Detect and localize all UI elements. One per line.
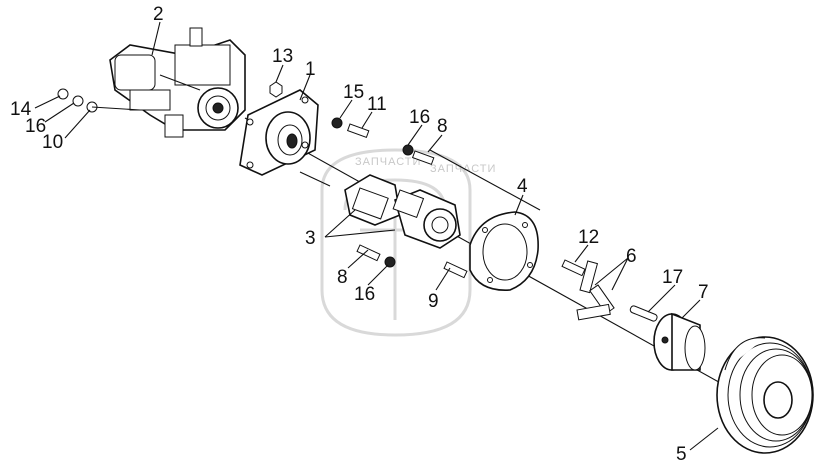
lock-plates bbox=[576, 260, 615, 321]
callout-17: 17 bbox=[662, 267, 683, 288]
callout-15: 15 bbox=[343, 82, 364, 103]
shaft-key bbox=[629, 305, 658, 322]
callout-2: 2 bbox=[153, 4, 164, 25]
callout-16a: 16 bbox=[25, 116, 46, 137]
callout-12: 12 bbox=[578, 227, 599, 248]
pulley bbox=[716, 336, 814, 454]
callout-8b: 8 bbox=[337, 267, 348, 288]
callout-9: 9 bbox=[428, 291, 439, 312]
hub bbox=[653, 312, 706, 371]
callout-5: 5 bbox=[676, 444, 687, 465]
callout-8a: 8 bbox=[437, 116, 448, 137]
callout-16b: 16 bbox=[409, 107, 430, 128]
callout-4: 4 bbox=[517, 176, 528, 197]
callout-13: 13 bbox=[272, 46, 293, 67]
callout-11: 11 bbox=[367, 94, 387, 115]
callouts: 2 1 13 14 16 10 15 11 16 8 3 8 16 9 4 12… bbox=[10, 4, 709, 465]
studs-and-bolts bbox=[331, 117, 586, 279]
callout-6: 6 bbox=[626, 246, 637, 267]
cardan-shaft bbox=[344, 174, 461, 249]
callout-14: 14 bbox=[10, 99, 32, 120]
callout-1: 1 bbox=[305, 59, 316, 80]
callout-3: 3 bbox=[305, 228, 316, 249]
hydraulic-pump bbox=[109, 27, 246, 138]
leader-lines bbox=[34, 21, 719, 451]
callout-10: 10 bbox=[42, 132, 63, 153]
watermark-text-left: ЗАПЧАСТИ bbox=[355, 156, 421, 168]
watermark-text-right: ЗАПЧАСТИ bbox=[430, 163, 496, 175]
callout-7: 7 bbox=[698, 282, 709, 303]
adapter-flange bbox=[239, 89, 319, 176]
flange-ring bbox=[469, 211, 539, 291]
callout-16c: 16 bbox=[354, 284, 375, 305]
